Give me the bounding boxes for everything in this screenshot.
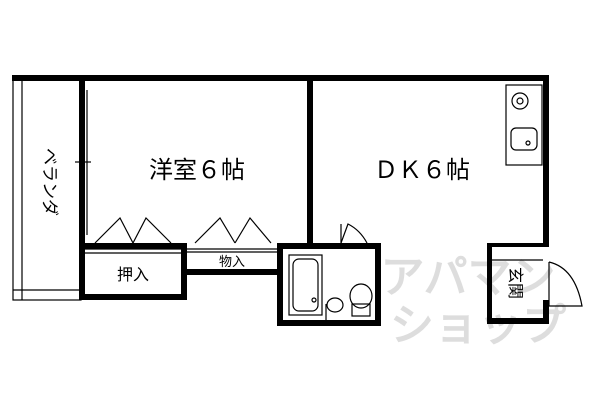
bathroom — [288, 223, 373, 320]
closet-label: 押入 — [117, 265, 149, 284]
window-divider — [308, 90, 313, 230]
closet: 押入 — [85, 216, 181, 284]
kitchen — [505, 84, 543, 166]
balcony: ベランダ — [12, 77, 82, 301]
storage-label: 物入 — [219, 255, 245, 270]
storage: 物入 — [187, 216, 277, 270]
window-west — [75, 90, 91, 235]
svg-text:ショップ: ショップ — [390, 300, 566, 351]
entrance-label: 玄関 — [506, 267, 525, 299]
watermark-logo: アパマン ショップ — [380, 252, 566, 351]
entrance: 玄関 — [492, 259, 583, 307]
balcony-label: ベランダ — [39, 148, 59, 216]
dk-label: ＤＫ６帖 — [374, 156, 470, 184]
western-room-label: 洋室６帖 — [149, 156, 245, 184]
walls — [12, 75, 549, 326]
